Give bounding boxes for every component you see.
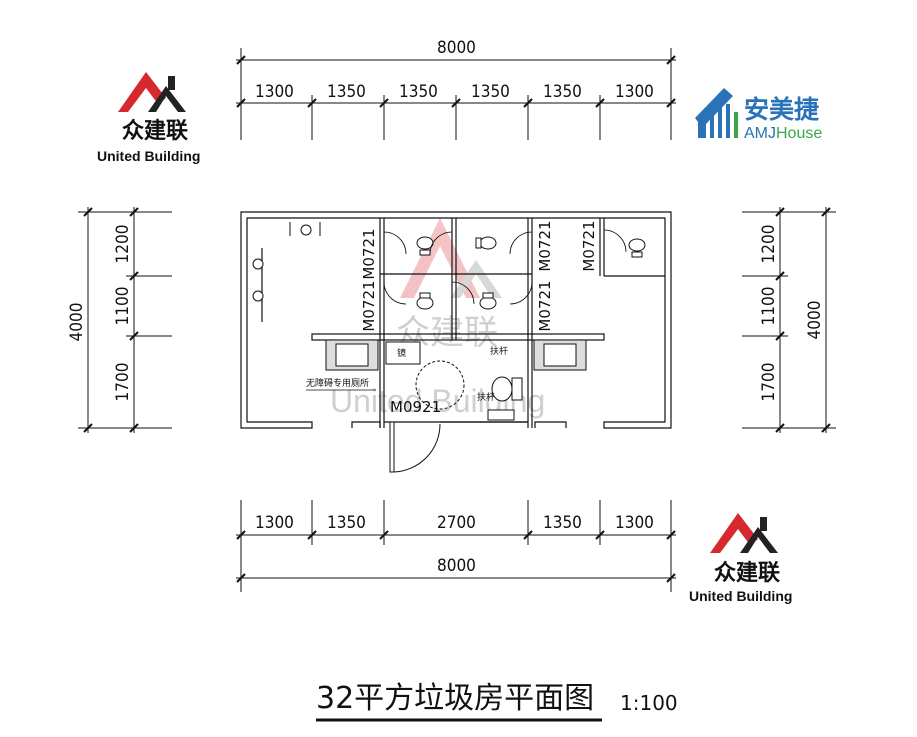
right-dim-1: 1200 bbox=[759, 225, 779, 264]
urinals bbox=[252, 222, 321, 302]
accessible-toilet bbox=[415, 360, 523, 421]
right-dim-3: 1700 bbox=[759, 363, 779, 402]
top-dim-4: 1350 bbox=[471, 82, 510, 102]
amj-cn: 安美捷 bbox=[744, 95, 819, 124]
mirror-label: 镜 bbox=[397, 347, 406, 359]
amj-house-icon bbox=[695, 88, 738, 138]
squat-toilet-icon bbox=[479, 292, 497, 310]
squat-toilets bbox=[416, 236, 646, 310]
door-label-1: M0721 bbox=[360, 228, 378, 279]
united-building-logo-bottom: 众建联 United Building bbox=[689, 513, 792, 604]
plan-walls bbox=[240, 211, 672, 429]
left-total-dimension: 4000 bbox=[67, 303, 87, 342]
urinal-icon bbox=[300, 224, 312, 236]
accessible-toilet-label: 无障碍专用厕所 bbox=[306, 377, 369, 389]
squat-toilet-icon bbox=[416, 292, 434, 310]
drawing-scale: 1:100 bbox=[620, 691, 678, 715]
united-building-en: United Building bbox=[689, 588, 792, 604]
bottom-dimension-chain bbox=[236, 500, 676, 592]
logo-roof-dark-icon bbox=[148, 86, 186, 112]
top-dim-3: 1350 bbox=[399, 82, 438, 102]
sink-icon bbox=[335, 343, 369, 367]
main-entry-door bbox=[389, 421, 441, 473]
bottom-total-dimension: 8000 bbox=[437, 556, 476, 576]
bottom-dim-2: 1350 bbox=[327, 513, 366, 533]
right-total-dimension: 4000 bbox=[805, 301, 825, 340]
bottom-dim-5: 1300 bbox=[615, 513, 654, 533]
amj-house-logo: 安美捷 AMJHouse bbox=[695, 88, 822, 142]
mirror-shelf bbox=[385, 341, 421, 365]
door-label-4: M0721 bbox=[536, 280, 554, 331]
right-dimension-chain bbox=[742, 207, 836, 433]
turning-circle bbox=[415, 360, 465, 410]
top-dim-1: 1300 bbox=[255, 82, 294, 102]
drawing-title: 32平方垃圾房平面图 bbox=[316, 681, 594, 716]
grab-bar-label-1: 扶杆 bbox=[490, 345, 508, 357]
left-dim-2: 1100 bbox=[113, 287, 133, 326]
logo-roof-icon bbox=[710, 513, 758, 553]
united-building-cn: 众建联 bbox=[122, 119, 188, 144]
door-label-2: M0721 bbox=[360, 280, 378, 331]
squat-toilet-icon bbox=[628, 238, 646, 258]
left-dim-1: 1200 bbox=[113, 225, 133, 264]
grab-bar-label-2: 扶杆 bbox=[477, 391, 495, 403]
left-dim-3: 1700 bbox=[113, 363, 133, 402]
amj-en: AMJHouse bbox=[744, 125, 822, 142]
united-building-cn: 众建联 bbox=[714, 561, 780, 586]
urinal-icon bbox=[252, 258, 264, 270]
logo-roof-icon bbox=[118, 72, 166, 112]
bottom-dim-3: 2700 bbox=[437, 513, 476, 533]
top-dim-2: 1350 bbox=[327, 82, 366, 102]
left-dimension-chain bbox=[78, 207, 172, 433]
united-building-logo-top: 众建联 United Building bbox=[97, 72, 200, 164]
door-label-3: M0721 bbox=[536, 220, 554, 271]
top-dim-6: 1300 bbox=[615, 82, 654, 102]
bottom-dim-1: 1300 bbox=[255, 513, 294, 533]
urinal-icon bbox=[252, 290, 264, 302]
right-dim-2: 1100 bbox=[759, 287, 779, 326]
main-door-label: M0921 bbox=[390, 398, 441, 416]
sinks bbox=[325, 339, 587, 371]
united-building-en: United Building bbox=[97, 148, 200, 164]
top-dimension-chain bbox=[236, 48, 676, 140]
door-label-5: M0721 bbox=[580, 220, 598, 271]
top-dim-5: 1350 bbox=[543, 82, 582, 102]
stall-doors bbox=[383, 229, 627, 305]
accessible-sink-icon bbox=[487, 409, 515, 421]
sink-icon bbox=[543, 343, 577, 367]
squat-toilet-icon bbox=[475, 236, 497, 250]
bottom-dim-4: 1350 bbox=[543, 513, 582, 533]
logo-roof-dark-icon bbox=[740, 527, 778, 553]
top-total-dimension: 8000 bbox=[437, 38, 476, 58]
